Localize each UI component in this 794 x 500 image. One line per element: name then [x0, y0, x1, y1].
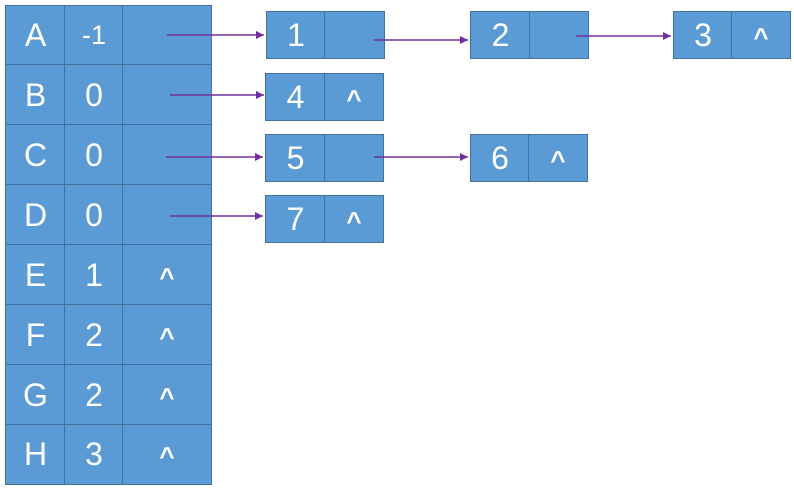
row-value: 1	[64, 244, 124, 306]
row-pointer: ^	[122, 364, 212, 426]
row-letter: H	[5, 424, 66, 485]
node-value: 7	[265, 195, 326, 243]
row-value: -1	[64, 5, 124, 66]
node-next	[324, 134, 384, 182]
row-pointer: ^	[122, 244, 212, 306]
row-value: 2	[64, 364, 124, 426]
node-next: ^	[324, 195, 384, 243]
node-value: 2	[470, 11, 531, 59]
row-pointer: ^	[122, 424, 212, 485]
node-value: 6	[470, 134, 530, 182]
node-value: 5	[265, 134, 326, 182]
node-value: 3	[673, 11, 733, 59]
row-value: 2	[64, 304, 124, 366]
row-letter: D	[5, 184, 66, 246]
row-letter: G	[5, 364, 66, 426]
node-value: 4	[265, 73, 326, 121]
row-value: 0	[64, 64, 124, 126]
row-letter: B	[5, 64, 66, 126]
node-next: ^	[731, 11, 791, 59]
node-next: ^	[324, 73, 384, 121]
node-next	[324, 11, 385, 59]
row-pointer	[122, 184, 212, 246]
node-next	[529, 11, 589, 59]
row-letter: A	[5, 5, 66, 66]
row-value: 0	[64, 124, 124, 186]
row-pointer	[122, 124, 212, 186]
node-next: ^	[528, 134, 588, 182]
row-letter: F	[5, 304, 66, 366]
